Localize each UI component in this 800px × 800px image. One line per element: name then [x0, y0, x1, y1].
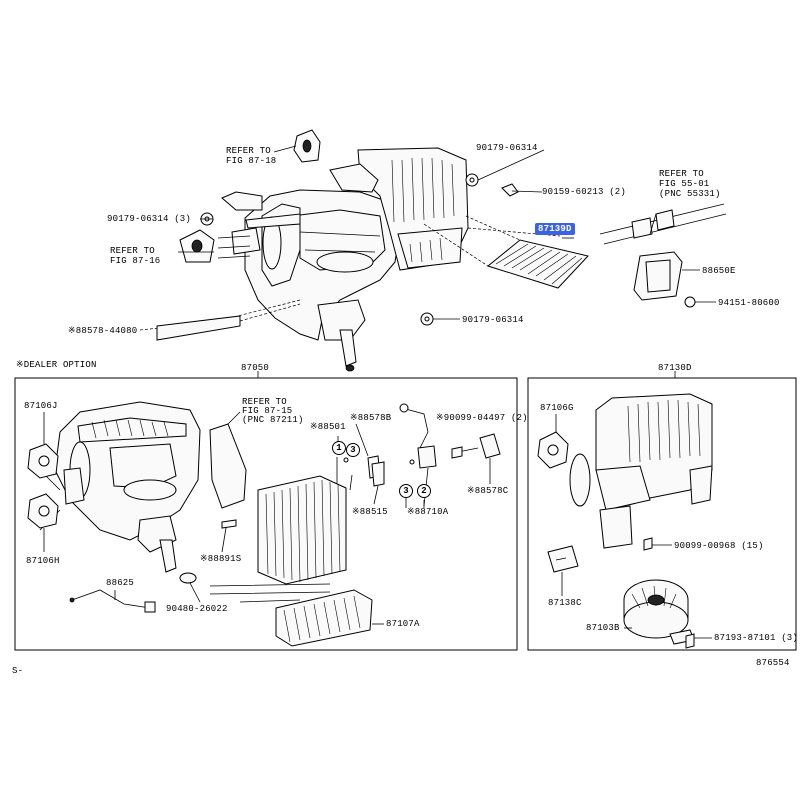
part-number-87103B[interactable]: 87103B: [586, 623, 620, 633]
part-number-88578B[interactable]: ※88578B: [350, 413, 392, 423]
footer-left-code: S-: [12, 666, 24, 676]
part-number-90179-06314-bottom[interactable]: 90179-06314: [462, 315, 524, 325]
part-number-87193-87101[interactable]: 87193-87101 (3): [714, 633, 799, 643]
filter-87139D: [486, 239, 589, 289]
label-refer-55-01-line3: (PNC 55331): [659, 189, 721, 199]
label-refer-87-15-line1: REFER TO: [242, 397, 287, 407]
part-number-90480-26022[interactable]: 90480-26022: [166, 604, 228, 614]
part-number-87130D[interactable]: 87130D: [658, 363, 692, 373]
part-number-90159-60213[interactable]: 90159-60213 (2): [542, 187, 627, 197]
valve-88710A: [399, 403, 437, 469]
plug-90480: [179, 572, 197, 584]
part-number-88515[interactable]: ※88515: [352, 507, 388, 517]
frame-87130D: [527, 377, 797, 651]
part-number-88650E[interactable]: 88650E: [702, 266, 736, 276]
part-number-90099-04497[interactable]: ※90099-04497 (2): [436, 413, 528, 423]
evaporator-88501: [257, 475, 347, 585]
label-refer-87-15-line3: (PNC 87211): [242, 415, 304, 425]
part-number-87138C[interactable]: 87138C: [548, 598, 582, 608]
part-number-87139D-highlighted[interactable]: 87139D: [535, 223, 575, 235]
callout-3-b: 3: [399, 484, 413, 498]
screw-90159: [501, 183, 519, 197]
bracket-88650E: [599, 203, 727, 301]
label-refer-87-18-line2: FIG 87-18: [226, 156, 277, 166]
callout-2: 2: [417, 484, 431, 498]
actuator-87106H: [27, 493, 59, 529]
part-number-87107A[interactable]: 87107A: [386, 619, 420, 629]
callout-1: 1: [332, 441, 346, 455]
label-refer-55-01-line1: REFER TO: [659, 169, 704, 179]
part-number-87050[interactable]: 87050: [241, 363, 270, 373]
footer-illustration-number: 876554: [756, 658, 790, 668]
part-number-87106G[interactable]: 87106G: [540, 403, 574, 413]
label-refer-55-01-line2: FIG 55-01: [659, 179, 710, 189]
note-dealer-option: ※DEALER OPTION: [16, 360, 97, 370]
part-number-88625[interactable]: 88625: [106, 578, 135, 588]
harness-88625: [71, 589, 151, 609]
part-number-88578C[interactable]: ※88578C: [467, 486, 509, 496]
filter-88578-44080: [156, 315, 241, 341]
part-number-90179-06314-qty3[interactable]: 90179-06314 (3): [107, 214, 192, 224]
label-refer-87-15-line2: FIG 87-15: [242, 406, 293, 416]
bolt-90099-04497: [451, 446, 463, 459]
sensor-88891S: [221, 519, 237, 529]
screw-87193-87101: [685, 633, 695, 649]
actuator-87106G: [537, 431, 569, 469]
part-number-88578-44080[interactable]: ※88578-44080: [68, 326, 138, 336]
heater-core-87107A: [209, 583, 373, 647]
part-number-94151-80600[interactable]: 94151-80600: [718, 298, 780, 308]
part-number-88710A[interactable]: ※88710A: [407, 507, 449, 517]
nut-94151: [684, 296, 696, 308]
heater-unit-87050: [39, 401, 201, 573]
screw-90099-00968: [643, 537, 653, 551]
label-refer-87-16-line1: REFER TO: [110, 246, 155, 256]
part-number-87106H[interactable]: 87106H: [26, 556, 60, 566]
part-number-88501[interactable]: ※88501: [310, 422, 346, 432]
hvac-assembly-main: [217, 147, 469, 372]
blower-motor-87103B: [623, 579, 695, 645]
blower-case-87130D: [569, 393, 713, 549]
part-number-90099-00968[interactable]: 90099-00968 (15): [674, 541, 764, 551]
actuator-87106J: [27, 443, 59, 479]
duct-87-15: [209, 423, 247, 509]
part-number-90179-06314-top[interactable]: 90179-06314: [476, 143, 538, 153]
label-refer-87-18-line1: REFER TO: [226, 146, 271, 156]
amp-88515: [371, 461, 385, 487]
label-refer-87-16-line2: FIG 87-16: [110, 256, 161, 266]
block-88578C: [479, 433, 501, 459]
part-number-87106J[interactable]: 87106J: [24, 401, 58, 411]
part-number-88891S[interactable]: ※88891S: [200, 554, 242, 564]
callout-3-a: 3: [346, 443, 360, 457]
frame-87050: [14, 377, 518, 651]
